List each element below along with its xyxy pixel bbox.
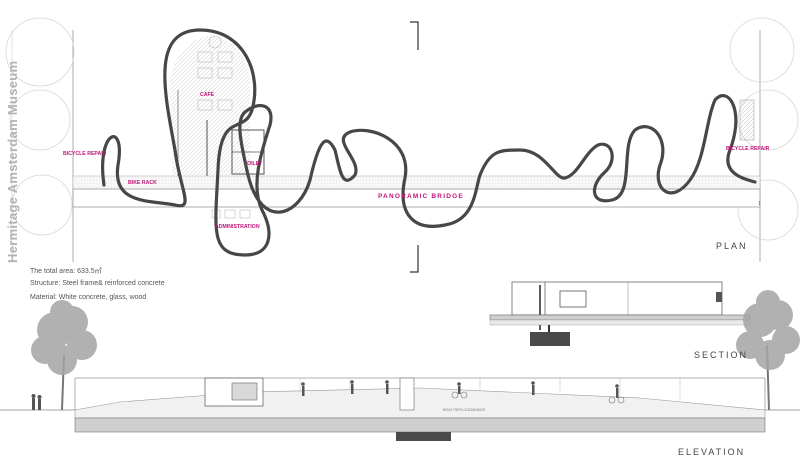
cafe-furniture [197,35,233,111]
label-toilet: TOILET [244,161,263,167]
curved-wall [101,28,757,257]
boat-clearance-note: BOAT PATH CLEARANCE [443,408,486,412]
section-deck [489,314,751,321]
plan-trees [5,17,799,241]
section-drawing [489,281,751,346]
label-panoramic-bridge: PANORAMIC BRIDGE [378,193,464,200]
elevation-drawing: BOAT PATH CLEARANCE [0,377,800,441]
section-cut-marks [410,21,419,273]
bridge-deck [72,188,761,208]
spec-structure: Structure: Steel frame& reinforced concr… [30,280,165,287]
cafe-floor [170,36,250,175]
label-cafe: CAFE [200,92,215,98]
section-marker: 1 [758,201,761,207]
label-bike-rack: BIKE RACK [128,180,157,186]
elevation-tree-right [736,290,800,411]
plan-labels: CAFE TOILET ADMINISTRATION BICYCLE REPAI… [63,92,770,230]
bridge-girder [74,417,766,433]
admin-furniture [211,209,251,219]
label-administration: ADMINISTRATION [215,224,260,230]
spec-area: The total area: 633.5㎡ [30,268,102,275]
plan-drawing [5,17,799,273]
elevation-pier [396,432,451,441]
label-bicycle-repair-right: BICYCLE REPAIR [726,146,770,152]
ramp-deck [74,387,766,419]
bicycles [451,391,625,404]
heading-section: SECTION [694,350,749,360]
section-window [559,290,587,308]
museum-title-vertical: Hermitage Amsterdam Museum [5,60,20,263]
facade-mullions [299,378,681,400]
heading-elevation: ELEVATION [678,447,746,457]
spec-material: Material: White concrete, glass, wood [30,294,147,301]
people-figures [31,380,619,410]
heading-plan: PLAN [716,241,748,251]
elevation-tree-left [31,300,97,411]
label-bicycle-repair-left: BICYCLE REPAIR [63,151,107,157]
section-pier [530,332,570,346]
repair-room-right [739,99,755,141]
